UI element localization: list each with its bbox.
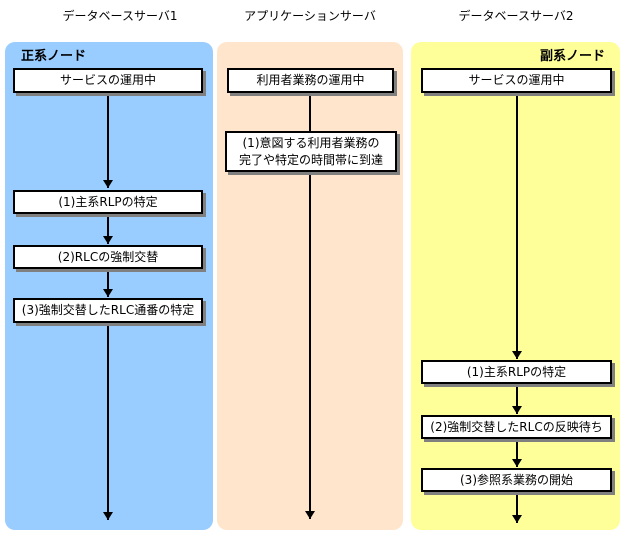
db1-box-step2-force-swap-rlc: (2)RLCの強制交替 — [13, 245, 203, 269]
panel-database-server-2 — [411, 42, 620, 530]
db1-box-step3-identify-rlc-number: (3)強制交替したRLC通番の特定 — [13, 298, 203, 323]
arrow-app-step1-to-end — [305, 172, 315, 519]
arrow-db1-step1-to-step2 — [103, 214, 113, 244]
arrow-db1-step2-to-step3 — [103, 269, 113, 297]
arrow-db2-service-to-step1 — [512, 93, 522, 359]
db1-box-service-running: サービスの運用中 — [13, 68, 203, 93]
db2-box-step3-start-reference-tasks: (3)参照系業務の開始 — [421, 468, 612, 492]
line-app-service-to-step1 — [309, 93, 311, 131]
arrow-db2-step2-to-step3 — [512, 439, 522, 467]
column-header-application-server: アプリケーションサーバ — [244, 9, 376, 23]
panel-database-server-1 — [5, 42, 213, 530]
column-header-database-server-1: データベースサーバ1 — [62, 9, 178, 23]
secondary-node-label: 副系ノード — [539, 49, 605, 64]
app-box-step1-wait-for-completion: (1)意図する利用者業務の 完了や特定の時間帯に到達 — [225, 131, 397, 172]
db2-box-step1-identify-primary-rlp: (1)主系RLPの特定 — [421, 360, 612, 384]
app-box-user-tasks-running: 利用者業務の運用中 — [227, 68, 394, 93]
arrow-db1-service-to-step1 — [103, 93, 113, 188]
primary-node-label: 正系ノード — [21, 49, 87, 64]
arrow-db2-step1-to-step2 — [512, 384, 522, 414]
column-header-database-server-2: データベースサーバ2 — [458, 9, 574, 23]
db2-box-step2-wait-rlc-reflection: (2)強制交替したRLCの反映待ち — [421, 415, 612, 439]
db1-box-step1-identify-primary-rlp: (1)主系RLPの特定 — [13, 190, 203, 214]
arrow-db2-step3-to-end — [512, 492, 522, 523]
arrow-db1-step3-to-end — [103, 323, 113, 520]
db2-box-service-running: サービスの運用中 — [421, 68, 612, 93]
